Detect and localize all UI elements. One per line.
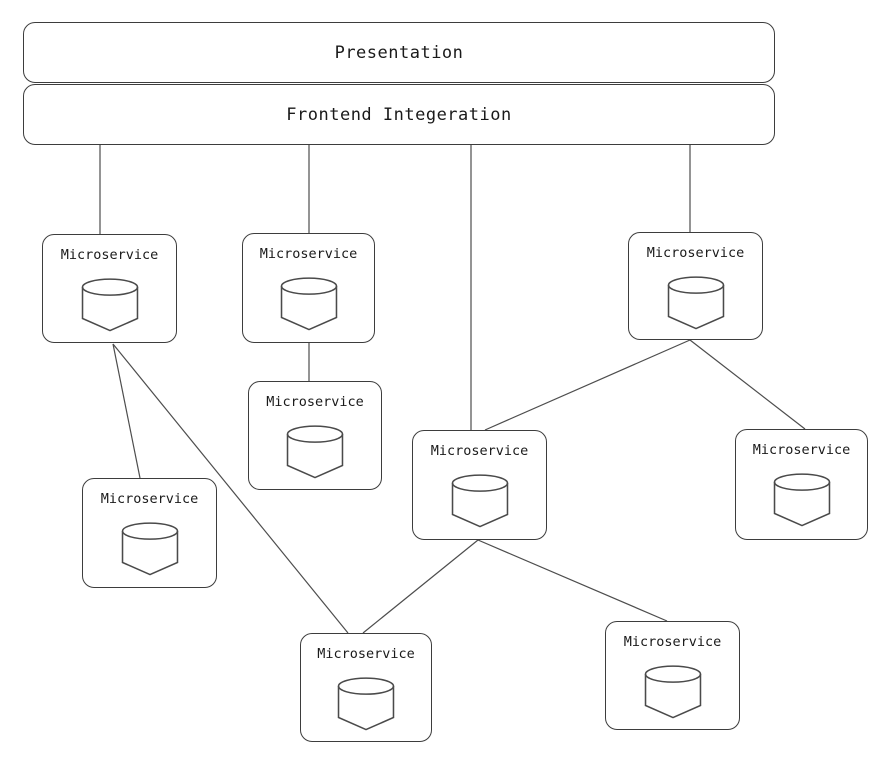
edge-microservice-5--microservice-8 xyxy=(362,539,479,634)
frontend-integration-layer-node[interactable]: Frontend Integeration xyxy=(23,84,775,145)
microservice-4-label: Microservice xyxy=(266,394,364,410)
microservice-4-node[interactable]: Microservice xyxy=(248,381,382,490)
frontend-integration-layer-label: Frontend Integeration xyxy=(286,104,512,125)
microservice-2-label: Microservice xyxy=(259,246,358,262)
edge-microservice-3--microservice-6 xyxy=(689,339,806,430)
database-icon xyxy=(280,277,337,331)
database-icon xyxy=(337,677,395,731)
microservice-9-label: Microservice xyxy=(623,634,722,650)
database-icon xyxy=(121,522,178,576)
presentation-layer-node[interactable]: Presentation xyxy=(23,22,775,83)
microservice-3-node[interactable]: Microservice xyxy=(628,232,763,340)
microservice-8-node[interactable]: Microservice xyxy=(300,633,432,742)
database-icon xyxy=(773,473,830,527)
edge-microservice-5--microservice-9 xyxy=(477,539,668,622)
database-icon xyxy=(286,425,344,479)
database-icon xyxy=(451,474,508,528)
microservice-7-node[interactable]: Microservice xyxy=(82,478,217,588)
microservice-6-node[interactable]: Microservice xyxy=(735,429,868,540)
edge-microservice-1--microservice-7 xyxy=(112,343,141,479)
microservice-3-label: Microservice xyxy=(646,245,745,261)
microservice-5-label: Microservice xyxy=(430,443,529,459)
microservice-1-label: Microservice xyxy=(60,247,159,263)
presentation-layer-label: Presentation xyxy=(334,42,464,63)
microservice-2-node[interactable]: Microservice xyxy=(242,233,375,343)
database-icon xyxy=(667,276,724,330)
microservice-9-node[interactable]: Microservice xyxy=(605,621,740,730)
database-icon xyxy=(81,278,138,332)
microservice-1-node[interactable]: Microservice xyxy=(42,234,177,343)
database-icon xyxy=(644,665,701,719)
microservice-5-node[interactable]: Microservice xyxy=(412,430,547,540)
microservice-6-label: Microservice xyxy=(752,442,851,458)
microservice-8-label: Microservice xyxy=(317,646,415,662)
edge-microservice-3--microservice-5 xyxy=(484,339,691,431)
microservice-7-label: Microservice xyxy=(100,491,199,507)
